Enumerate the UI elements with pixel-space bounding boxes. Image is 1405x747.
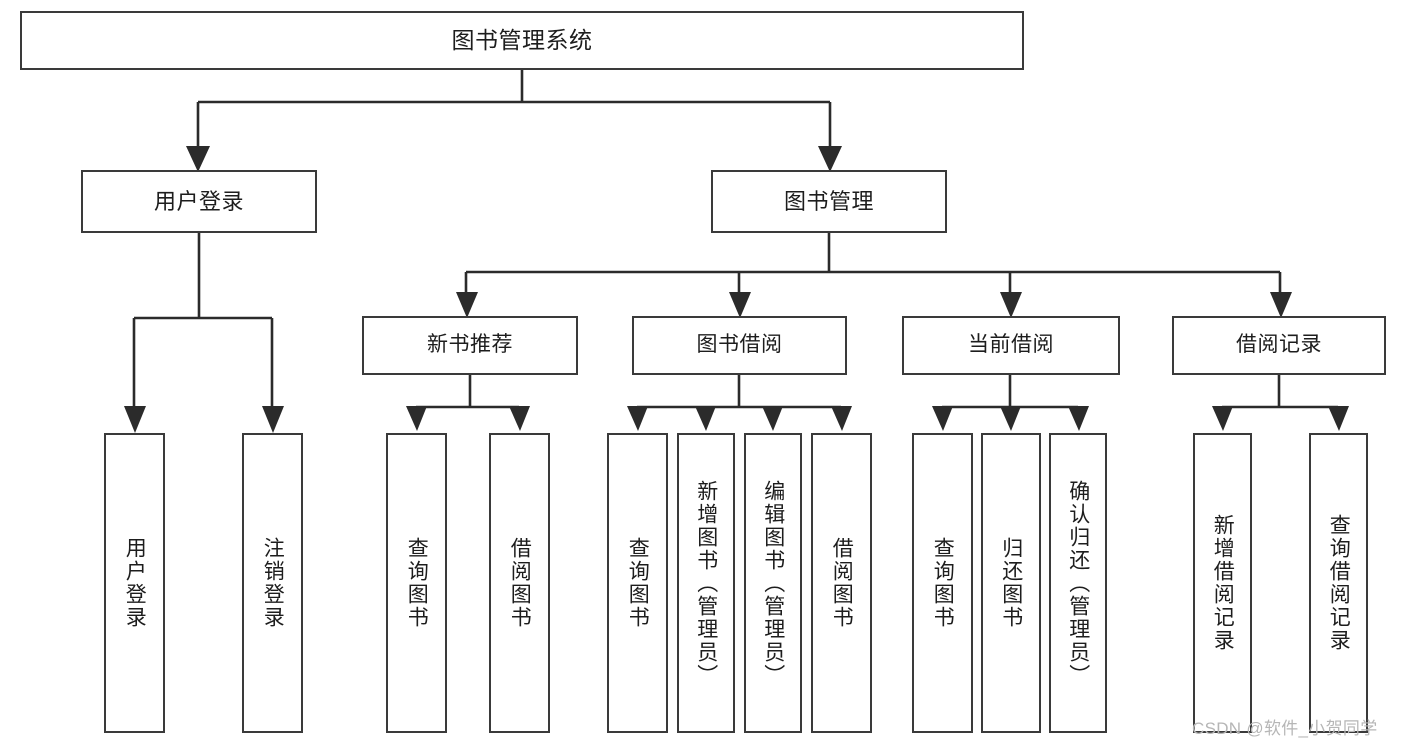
arrowhead-records	[1270, 292, 1292, 318]
node-root-book-management-system[interactable]: 图书管理系统	[20, 11, 1024, 70]
node-user-login[interactable]: 用户登录	[81, 170, 317, 233]
arrowheads	[124, 146, 1349, 433]
node-label: 查询图书	[626, 537, 650, 629]
arrowhead-leaf-u1	[124, 406, 146, 433]
node-leaf-add-borrow-record[interactable]: 新增借阅记录	[1193, 433, 1252, 733]
node-label: 图书管理系统	[451, 27, 593, 54]
watermark-text: CSDN @软件_小贺同学	[1192, 719, 1378, 738]
arrowhead-leaf-n2	[509, 406, 530, 431]
arrowhead-bookborrow	[729, 292, 751, 318]
arrowhead-leaf-c1	[932, 406, 953, 431]
node-label: 新书推荐	[427, 333, 513, 357]
node-label: 用户登录	[153, 188, 244, 214]
node-label: 图书管理	[783, 188, 874, 214]
node-label: 图书借阅	[696, 333, 783, 357]
node-leaf-edit-book-admin[interactable]: 编辑图书（管理员）	[744, 433, 802, 733]
node-leaf-logout[interactable]: 注销登录	[242, 433, 303, 733]
arrowhead-currentborrow	[1000, 292, 1022, 318]
node-leaf-borrow-book-recommend[interactable]: 借阅图书	[489, 433, 550, 733]
node-leaf-return-book[interactable]: 归还图书	[981, 433, 1041, 733]
node-leaf-confirm-return-admin[interactable]: 确认归还（管理员）	[1049, 433, 1107, 733]
node-borrow-records[interactable]: 借阅记录	[1172, 316, 1386, 375]
arrowhead-leaf-c2	[1000, 406, 1021, 431]
node-label: 当前借阅	[968, 333, 1054, 357]
arrowhead-leaf-b3	[762, 406, 783, 431]
node-label: 查询图书	[931, 537, 955, 629]
arrowhead-newbook	[456, 292, 478, 318]
node-new-book-recommend[interactable]: 新书推荐	[362, 316, 578, 375]
node-book-management[interactable]: 图书管理	[711, 170, 947, 233]
arrowhead-leaf-r2	[1328, 406, 1349, 431]
node-current-borrow[interactable]: 当前借阅	[902, 316, 1120, 375]
node-label: 确认归还（管理员）	[1066, 479, 1090, 687]
node-label: 借阅记录	[1236, 333, 1322, 357]
node-label: 新增借阅记录	[1211, 514, 1235, 652]
arrowhead-leaf-b1	[627, 406, 648, 431]
arrowhead-leaf-u2	[262, 406, 284, 433]
node-leaf-borrow-book[interactable]: 借阅图书	[811, 433, 872, 733]
arrowhead-user-login	[186, 146, 210, 172]
node-label: 编辑图书（管理员）	[761, 479, 785, 687]
arrowhead-leaf-n1	[406, 406, 427, 431]
node-label: 借阅图书	[508, 537, 532, 629]
arrowhead-leaf-r1	[1212, 406, 1233, 431]
node-leaf-add-book-admin[interactable]: 新增图书（管理员）	[677, 433, 735, 733]
node-leaf-query-book-current[interactable]: 查询图书	[912, 433, 973, 733]
node-label: 查询图书	[405, 537, 429, 629]
node-leaf-user-login[interactable]: 用户登录	[104, 433, 165, 733]
node-label: 查询借阅记录	[1327, 514, 1351, 652]
node-label: 归还图书	[999, 537, 1023, 629]
node-book-borrow[interactable]: 图书借阅	[632, 316, 847, 375]
node-leaf-query-book-recommend[interactable]: 查询图书	[386, 433, 447, 733]
node-label: 注销登录	[261, 537, 285, 629]
node-label: 新增图书（管理员）	[694, 479, 718, 687]
node-label: 借阅图书	[830, 537, 854, 629]
arrowhead-leaf-c3	[1068, 406, 1089, 431]
arrowhead-leaf-b4	[831, 406, 852, 431]
node-leaf-query-borrow-record[interactable]: 查询借阅记录	[1309, 433, 1368, 733]
arrowhead-leaf-b2	[695, 406, 716, 431]
node-leaf-query-book[interactable]: 查询图书	[607, 433, 668, 733]
node-label: 用户登录	[123, 537, 147, 629]
arrowhead-book-manage	[818, 146, 842, 172]
